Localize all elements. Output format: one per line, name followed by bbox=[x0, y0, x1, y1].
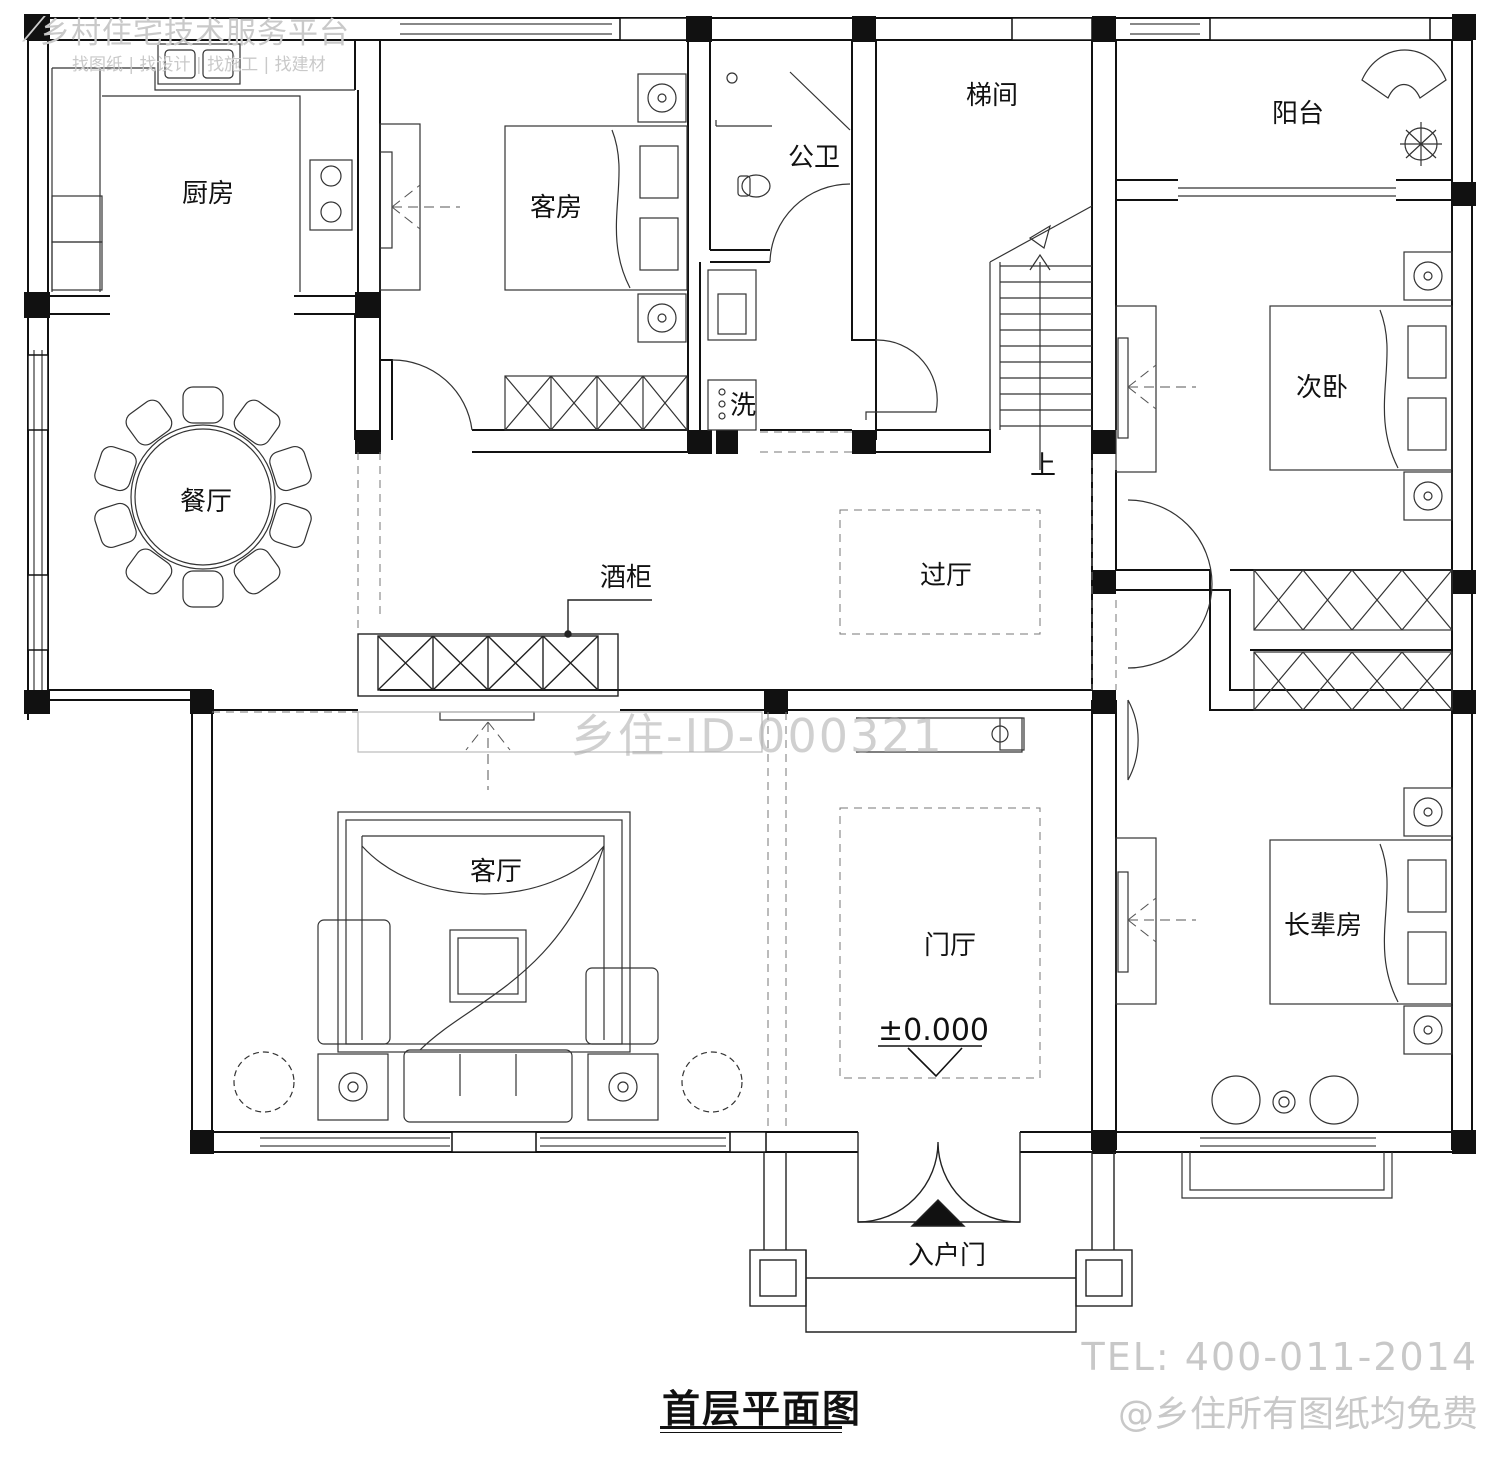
stair-up-label: 上 bbox=[1030, 451, 1056, 481]
dining-chair bbox=[233, 548, 281, 595]
design-id-watermark: 乡住-ID-000321 bbox=[570, 709, 944, 763]
room-label-balcony: 阳台 bbox=[1272, 99, 1324, 129]
dining-chair bbox=[233, 399, 281, 446]
room-label-elder-room: 长辈房 bbox=[1284, 911, 1362, 941]
dining-table bbox=[130, 424, 276, 570]
dining-chair bbox=[269, 502, 312, 549]
room-label-guest-room: 客房 bbox=[530, 193, 582, 223]
platform-logo-icon: ⟋ bbox=[22, 10, 46, 50]
room-label-hallway: 过厅 bbox=[920, 561, 972, 591]
dining-chair bbox=[125, 548, 173, 595]
elevation-label: ±0.000 bbox=[878, 1013, 989, 1048]
title-underline bbox=[660, 1426, 842, 1429]
label-wine-cabinet: 酒柜 bbox=[600, 563, 652, 593]
room-label-second-bedroom: 次卧 bbox=[1296, 373, 1348, 403]
dining-chair bbox=[125, 399, 173, 446]
title-underline-thin bbox=[660, 1432, 842, 1433]
drawing-title: 首层平面图 bbox=[662, 1387, 863, 1431]
room-label-foyer: 门厅 bbox=[924, 931, 976, 961]
room-label-dining: 餐厅 bbox=[180, 487, 232, 517]
dining-chair bbox=[94, 445, 137, 492]
platform-name-watermark: 乡村住宅技术服务平台 bbox=[40, 16, 350, 51]
room-label-public-bath: 公卫 bbox=[788, 143, 840, 173]
dining-chair bbox=[94, 502, 137, 549]
dining-chair bbox=[182, 386, 224, 424]
wall-bottom-right bbox=[1020, 1131, 1472, 1153]
room-label-stair-hall: 梯间 bbox=[966, 81, 1018, 111]
dining-chair bbox=[182, 570, 224, 608]
room-label-living-room: 客厅 bbox=[470, 857, 522, 887]
platform-services-watermark: 找图纸 | 找设计 | 找施工 | 找建材 bbox=[72, 55, 326, 75]
label-entrance-door: 入户门 bbox=[908, 1241, 986, 1271]
room-label-wash: 洗 bbox=[730, 391, 756, 421]
free-drawings-watermark: @乡住所有图纸均免费 bbox=[1117, 1394, 1478, 1435]
dining-chair bbox=[269, 445, 312, 492]
wall-living-left bbox=[28, 689, 213, 1150]
tel-watermark: TEL: 400-011-2014 bbox=[1081, 1335, 1478, 1379]
room-label-kitchen: 厨房 bbox=[182, 179, 234, 209]
